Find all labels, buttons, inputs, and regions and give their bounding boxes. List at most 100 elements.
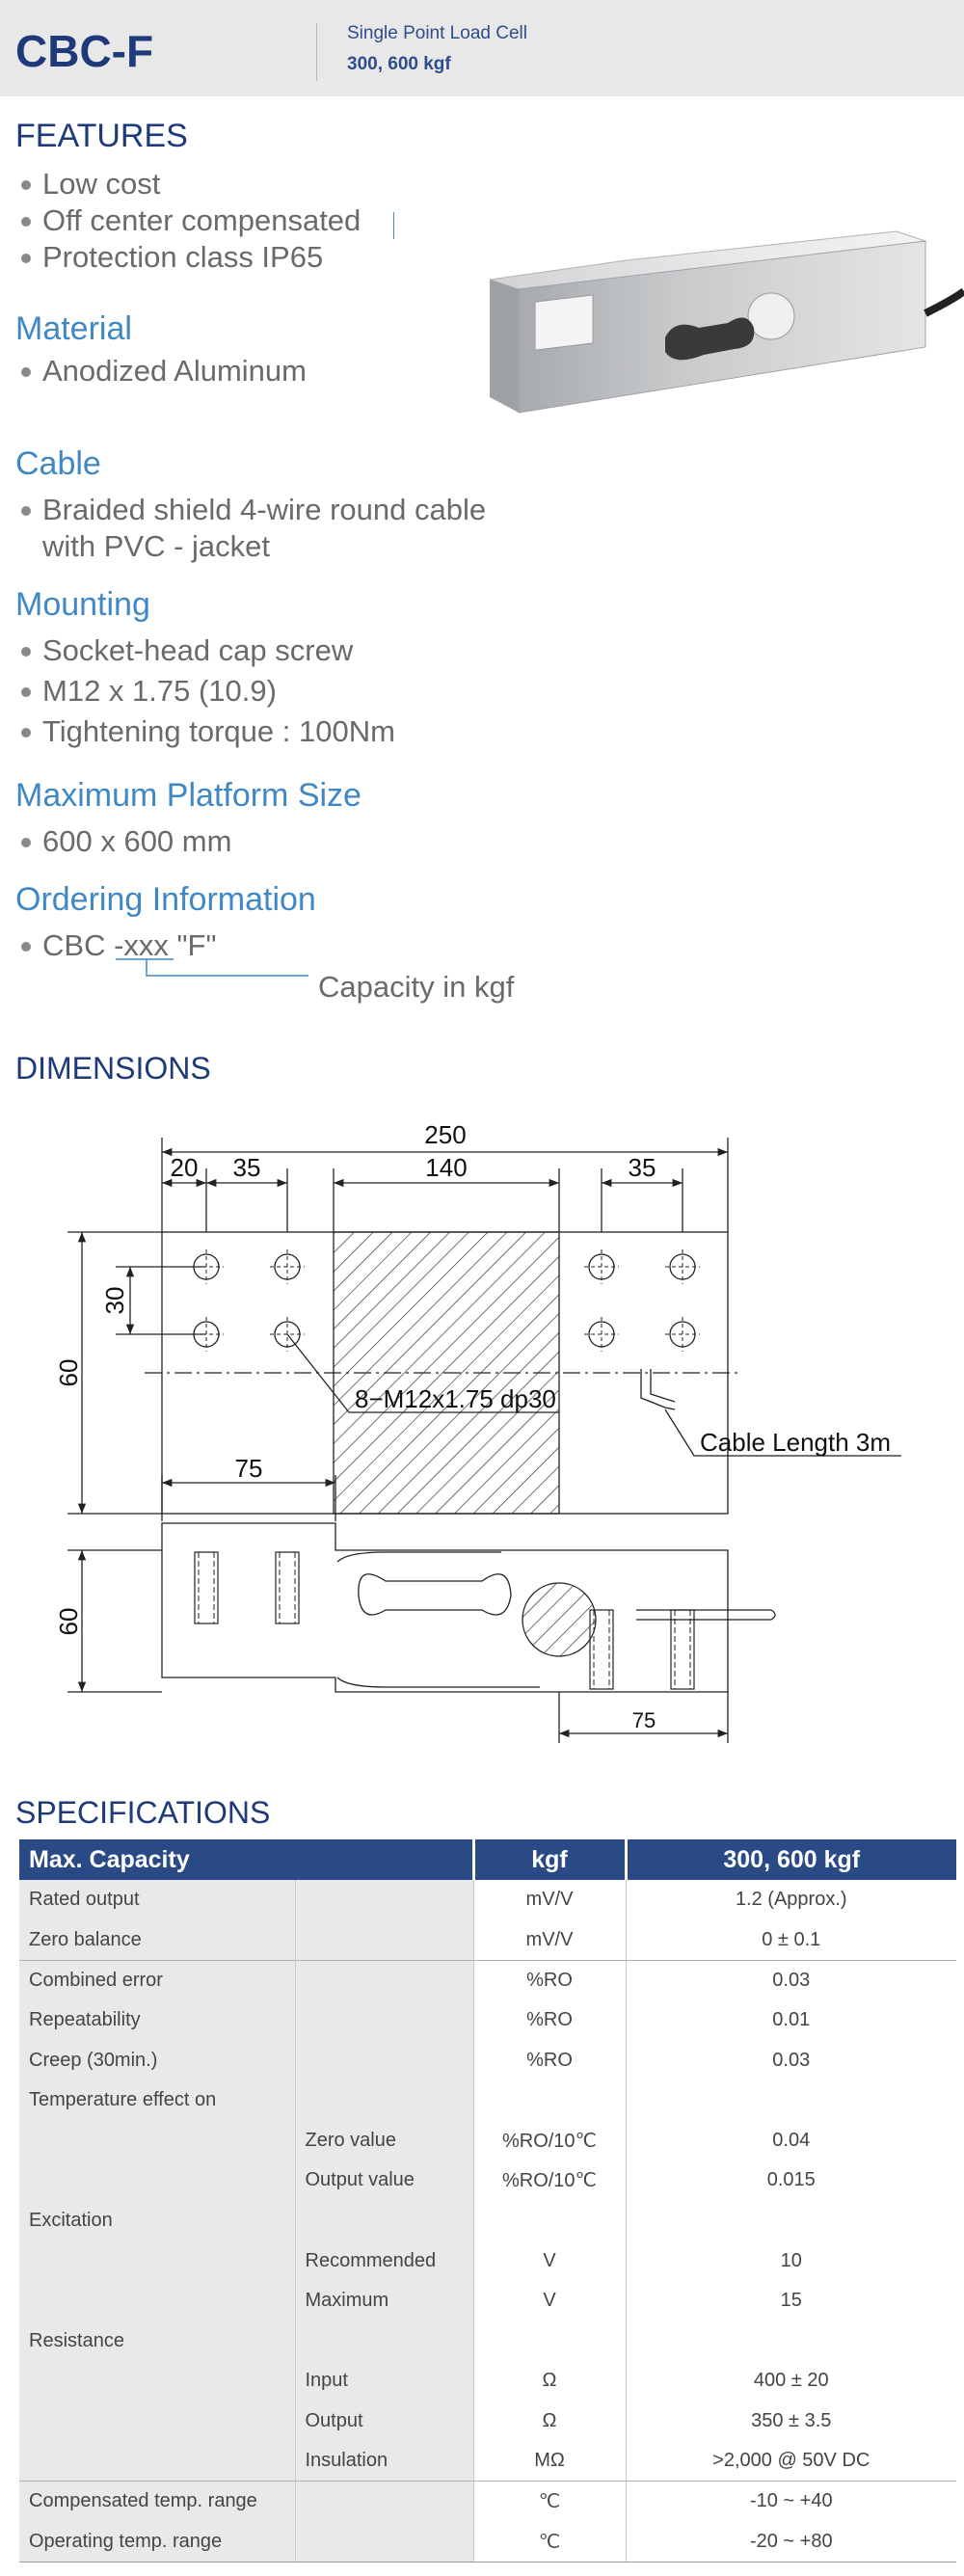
row-sublabel: Output value bbox=[294, 2160, 473, 2201]
dim-35-right: 35 bbox=[629, 1153, 656, 1182]
specifications-table: Max. Capacity kgf 300, 600 kgf Rated out… bbox=[19, 1839, 956, 2563]
row-unit: %RO bbox=[472, 2040, 626, 2080]
row-label bbox=[19, 2401, 295, 2442]
cable-item-continued: with PVC - jacket bbox=[42, 529, 271, 563]
row-value: 1.2 (Approx.) bbox=[625, 1880, 956, 1920]
row-sublabel bbox=[294, 1880, 473, 1920]
row-value: 0.01 bbox=[625, 1999, 956, 2041]
row-unit: %RO/10℃ bbox=[472, 2120, 626, 2161]
row-unit bbox=[472, 2080, 626, 2121]
row-label: Temperature effect on bbox=[19, 2080, 295, 2121]
row-sublabel: Input bbox=[294, 2361, 473, 2402]
row-label bbox=[19, 2280, 295, 2321]
mounting-item: M12 x 1.75 (10.9) bbox=[21, 673, 277, 710]
row-unit: Ω bbox=[472, 2361, 626, 2402]
row-value: 0.03 bbox=[625, 1959, 956, 2000]
text-cursor bbox=[393, 212, 394, 239]
row-sublabel bbox=[294, 1999, 473, 2041]
feature-item: Low cost bbox=[21, 166, 160, 202]
row-label: Rated output bbox=[19, 1880, 295, 1920]
row-sublabel: Zero value bbox=[294, 2120, 473, 2161]
row-sublabel bbox=[294, 2200, 473, 2241]
table-row: Temperature effect on bbox=[19, 2080, 956, 2121]
row-sublabel bbox=[294, 2040, 473, 2080]
row-value bbox=[625, 2080, 956, 2121]
cable-length-callout: Cable Length 3m bbox=[700, 1428, 891, 1457]
header-unit: kgf bbox=[473, 1839, 628, 1880]
row-value: 0.03 bbox=[625, 2040, 956, 2080]
row-unit: %RO bbox=[472, 1999, 626, 2041]
row-unit bbox=[472, 2321, 626, 2362]
row-label: Excitation bbox=[19, 2200, 295, 2241]
row-value: 15 bbox=[625, 2280, 956, 2321]
row-value: -10 ~ +40 bbox=[625, 2481, 956, 2522]
row-value: 400 ± 20 bbox=[625, 2361, 956, 2402]
dimensions-heading: DIMENSIONS bbox=[15, 1051, 211, 1086]
dim-75-top: 75 bbox=[235, 1454, 263, 1483]
table-row: Excitation bbox=[19, 2200, 956, 2241]
row-label: Combined error bbox=[19, 1959, 295, 2000]
row-sublabel bbox=[294, 2521, 473, 2563]
row-sublabel: Maximum bbox=[294, 2280, 473, 2321]
dim-60-side: 60 bbox=[54, 1608, 83, 1636]
mounting-heading: Mounting bbox=[15, 586, 150, 623]
features-heading: FEATURES bbox=[15, 118, 188, 154]
row-label: Compensated temp. range bbox=[19, 2481, 295, 2522]
row-label bbox=[19, 2120, 295, 2161]
model-name: CBC-F bbox=[15, 26, 154, 76]
dimension-drawing: 250 20 35 140 35 60 30 8−M12x1.75 dp30 C… bbox=[54, 1120, 901, 1743]
row-unit: %RO/10℃ bbox=[472, 2160, 626, 2201]
load-cell-photo bbox=[489, 230, 964, 414]
row-sublabel bbox=[294, 2321, 473, 2362]
row-label: Operating temp. range bbox=[19, 2521, 295, 2563]
ordering-note: Capacity in kgf bbox=[318, 970, 515, 1004]
dim-250: 250 bbox=[424, 1120, 466, 1149]
header-max-capacity: Max. Capacity bbox=[19, 1839, 475, 1880]
row-unit: V bbox=[472, 2280, 626, 2321]
platform-item: 600 x 600 mm bbox=[21, 823, 231, 860]
row-label: Repeatability bbox=[19, 1999, 295, 2041]
row-sublabel bbox=[294, 1919, 473, 1961]
row-unit: ℃ bbox=[472, 2521, 626, 2563]
screw-callout: 8−M12x1.75 dp30 bbox=[355, 1384, 556, 1413]
row-label bbox=[19, 2441, 295, 2482]
row-sublabel bbox=[294, 1959, 473, 2000]
row-unit: mV/V bbox=[472, 1880, 626, 1920]
dim-60-top: 60 bbox=[54, 1359, 83, 1387]
material-heading: Material bbox=[15, 310, 132, 347]
ordering-code: CBC -xxx "F" bbox=[21, 927, 216, 964]
capacity-range: 300, 600 kgf bbox=[347, 54, 451, 74]
row-unit: mV/V bbox=[472, 1919, 626, 1961]
specifications-heading: SPECIFICATIONS bbox=[15, 1795, 271, 1830]
row-label bbox=[19, 2361, 295, 2402]
feature-item: Off center compensated bbox=[21, 202, 361, 239]
row-value: >2,000 @ 50V DC bbox=[625, 2441, 956, 2482]
row-value: -20 ~ +80 bbox=[625, 2521, 956, 2563]
product-subtitle: Single Point Load Cell bbox=[347, 23, 527, 43]
row-value: 0.04 bbox=[625, 2120, 956, 2161]
dim-35-left: 35 bbox=[233, 1153, 261, 1182]
material-item: Anodized Aluminum bbox=[21, 353, 307, 389]
dim-75-bottom: 75 bbox=[632, 1708, 656, 1732]
row-label: Resistance bbox=[19, 2321, 295, 2362]
dim-20: 20 bbox=[171, 1153, 199, 1182]
row-unit: %RO bbox=[472, 1959, 626, 2000]
header-value: 300, 600 kgf bbox=[626, 1839, 956, 1880]
dim-140: 140 bbox=[425, 1153, 467, 1182]
row-value: 0.015 bbox=[625, 2160, 956, 2201]
header-bar: CBC-F Single Point Load Cell 300, 600 kg… bbox=[0, 0, 964, 96]
mounting-item: Socket-head cap screw bbox=[21, 632, 353, 669]
row-value: 350 ± 3.5 bbox=[625, 2401, 956, 2442]
